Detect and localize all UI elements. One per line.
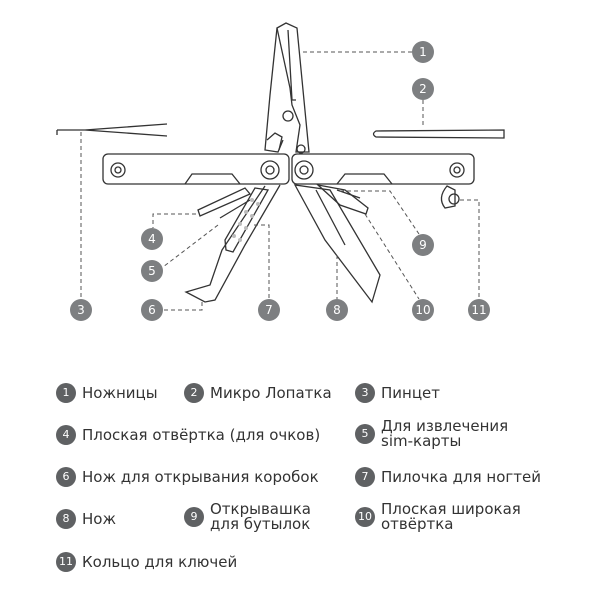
tweezers-drawing [56,123,168,137]
callout-10: 10 [412,299,434,321]
legend-badge: 7 [355,467,375,487]
legend-item: 10 Плоская широкая отвёртка [355,502,521,532]
legend-label: Нож для открывания коробок [82,467,319,486]
legend-badge: 3 [355,383,375,403]
callout-8: 8 [326,299,348,321]
legend-item: 7 Пилочка для ногтей [355,467,541,487]
legend-label: Открывашка для бутылок [210,500,311,533]
legend-badge: 9 [184,507,204,527]
callout-2: 2 [412,78,434,100]
callout-9: 9 [412,234,434,256]
leader-lines [80,51,480,311]
callout-4: 4 [141,228,163,250]
callout-3: 3 [70,299,92,321]
legend-item: 1 Ножницы [56,383,158,403]
legend-badge: 6 [56,467,76,487]
legend-label: Нож [82,509,116,528]
legend-label: Ножницы [82,383,158,402]
scissors-drawing [264,22,310,154]
spatula-drawing [372,129,505,139]
legend-item: 3 Пинцет [355,383,440,403]
legend-badge: 2 [184,383,204,403]
right-tools-drawing [293,183,460,304]
callout-11: 11 [468,299,490,321]
legend-item: 4 Плоская отвёртка (для очков) [56,425,320,445]
legend-badge: 11 [56,552,76,572]
legend-badge: 10 [355,507,375,527]
legend-label: Кольцо для ключей [82,552,238,571]
legend-item: 8 Нож [56,509,116,529]
callout-7: 7 [258,299,280,321]
legend-badge: 4 [56,425,76,445]
legend-label: Пилочка для ногтей [381,467,542,486]
legend-label: Микро Лопатка [210,383,332,402]
legend-item: 6 Нож для открывания коробок [56,467,319,487]
legend-label: Для извлечения sim-карты [381,417,509,450]
left-handle [102,153,290,185]
legend-item: 5 Для извлечения sim-карты [355,419,508,449]
callout-1: 1 [412,41,434,63]
legend-badge: 8 [56,509,76,529]
legend-badge: 5 [355,424,375,444]
legend-item: 2 Микро Лопатка [184,383,332,403]
callout-6: 6 [141,299,163,321]
legend-badge: 1 [56,383,76,403]
right-handle [291,153,475,185]
legend-item: 11 Кольцо для ключей [56,552,237,572]
callout-5: 5 [141,260,163,282]
legend-label: Пинцет [381,383,441,402]
left-tools-drawing [184,184,281,303]
legend-item: 9 Открывашка для бутылок [184,502,311,532]
legend-label: Плоская широкая отвёртка [381,500,521,533]
legend-label: Плоская отвёртка (для очков) [82,425,321,444]
